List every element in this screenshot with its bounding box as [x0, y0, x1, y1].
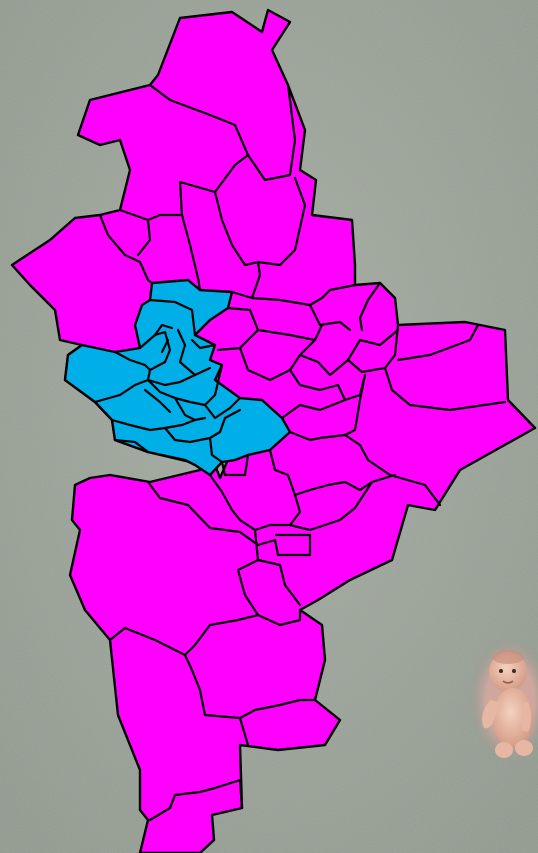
highlighted-regions [63, 278, 292, 477]
metro-borders [93, 298, 242, 464]
baby-photo-icon [468, 638, 538, 765]
municipal-borders [98, 83, 507, 822]
metro-region [63, 278, 292, 477]
